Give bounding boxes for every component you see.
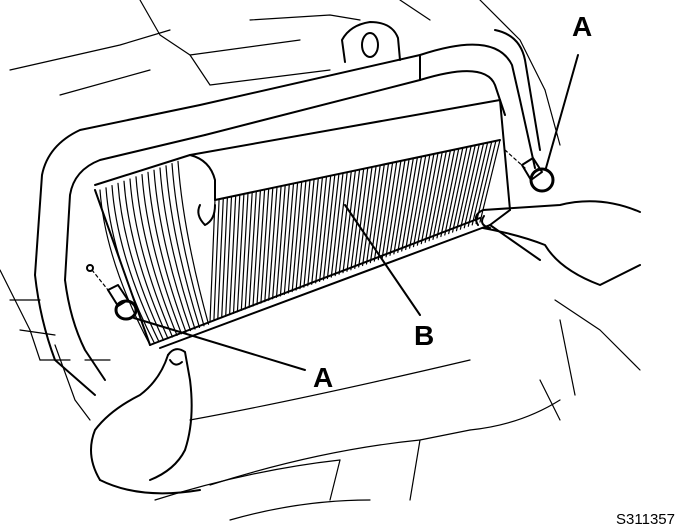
mounting-pin-right: [504, 149, 555, 193]
filter-top-rail: [94, 99, 511, 226]
figure-id: S311357: [616, 511, 675, 528]
lower-body-lines: [154, 359, 561, 521]
leader-a-top: [545, 54, 579, 169]
mounting-pin-left: [86, 264, 138, 321]
leader-b: [344, 204, 421, 316]
callout-label-b: B: [414, 320, 434, 351]
leader-a-bottom: [133, 317, 306, 371]
filter-frame: [34, 29, 541, 396]
callout-label-a-bottom: A: [313, 362, 333, 393]
latch-tab: [341, 21, 401, 63]
left-hand: [90, 348, 201, 495]
housing-outline: [0, 0, 641, 421]
callout-leaders: [133, 54, 579, 371]
callout-label-a-top: A: [572, 11, 592, 42]
pleated-filter: [99, 139, 501, 346]
right-hand: [474, 200, 641, 286]
